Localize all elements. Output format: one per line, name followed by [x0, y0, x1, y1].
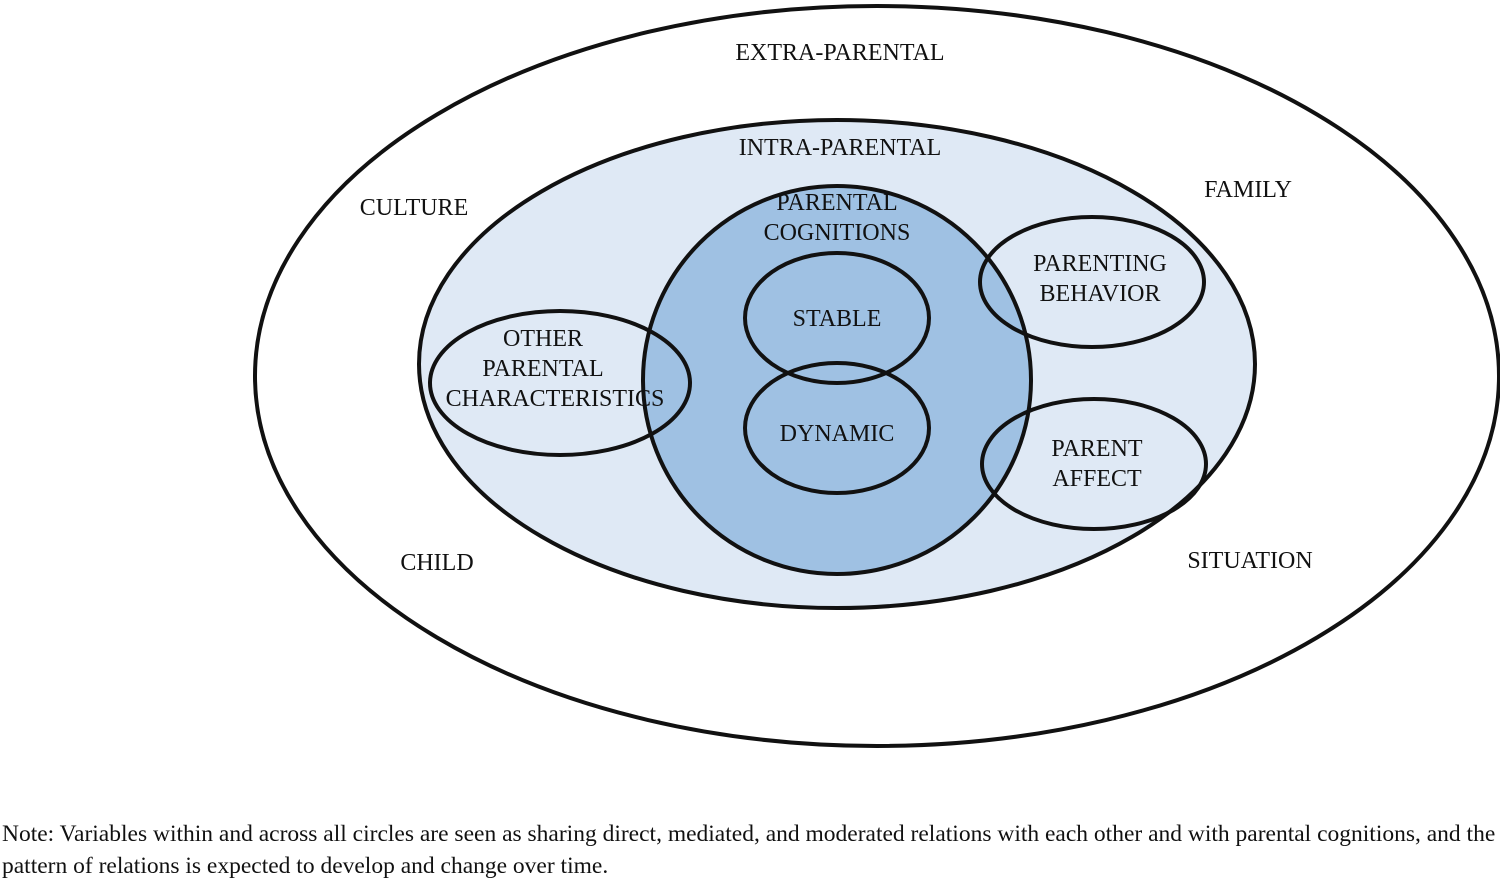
- dynamic-label: DYNAMIC: [780, 421, 895, 447]
- parental-cognitions-diagram: EXTRA-PARENTAL INTRA-PARENTAL CULTURE FA…: [253, 4, 1500, 748]
- other-parental-characteristics-ellipse: [428, 309, 692, 457]
- extra-parental-label: EXTRA-PARENTAL: [735, 40, 944, 66]
- child-label: CHILD: [400, 550, 473, 576]
- parent-affect-label-line2: AFFECT: [1052, 466, 1142, 492]
- parenting-behavior-ellipse: [978, 215, 1206, 349]
- intra-parental-label: INTRA-PARENTAL: [739, 135, 942, 161]
- figure-note: Note: Variables within and across all ci…: [2, 821, 1496, 879]
- stable-label: STABLE: [793, 306, 882, 332]
- parental-cognitions-circle: [641, 184, 1033, 576]
- parental-cognitions-label-line1: PARENTAL: [776, 190, 897, 216]
- parenting-behavior-label-line2: BEHAVIOR: [1040, 281, 1161, 307]
- parental-cognitions-label-line2: COGNITIONS: [764, 220, 911, 246]
- family-label: FAMILY: [1204, 177, 1292, 203]
- stable-ellipse: [743, 251, 931, 385]
- parenting-behavior-label-line1: PARENTING: [1033, 251, 1167, 277]
- other-parental-label-line1: OTHER: [503, 326, 583, 352]
- situation-label: SITUATION: [1187, 548, 1312, 574]
- other-parental-label-line3: CHARACTERISTICS: [446, 386, 665, 412]
- parent-affect-ellipse: [980, 397, 1208, 531]
- parent-affect-label-line1: PARENT: [1051, 436, 1142, 462]
- dynamic-ellipse: [743, 361, 931, 495]
- culture-label: CULTURE: [360, 195, 468, 221]
- other-parental-label-line2: PARENTAL: [482, 356, 603, 382]
